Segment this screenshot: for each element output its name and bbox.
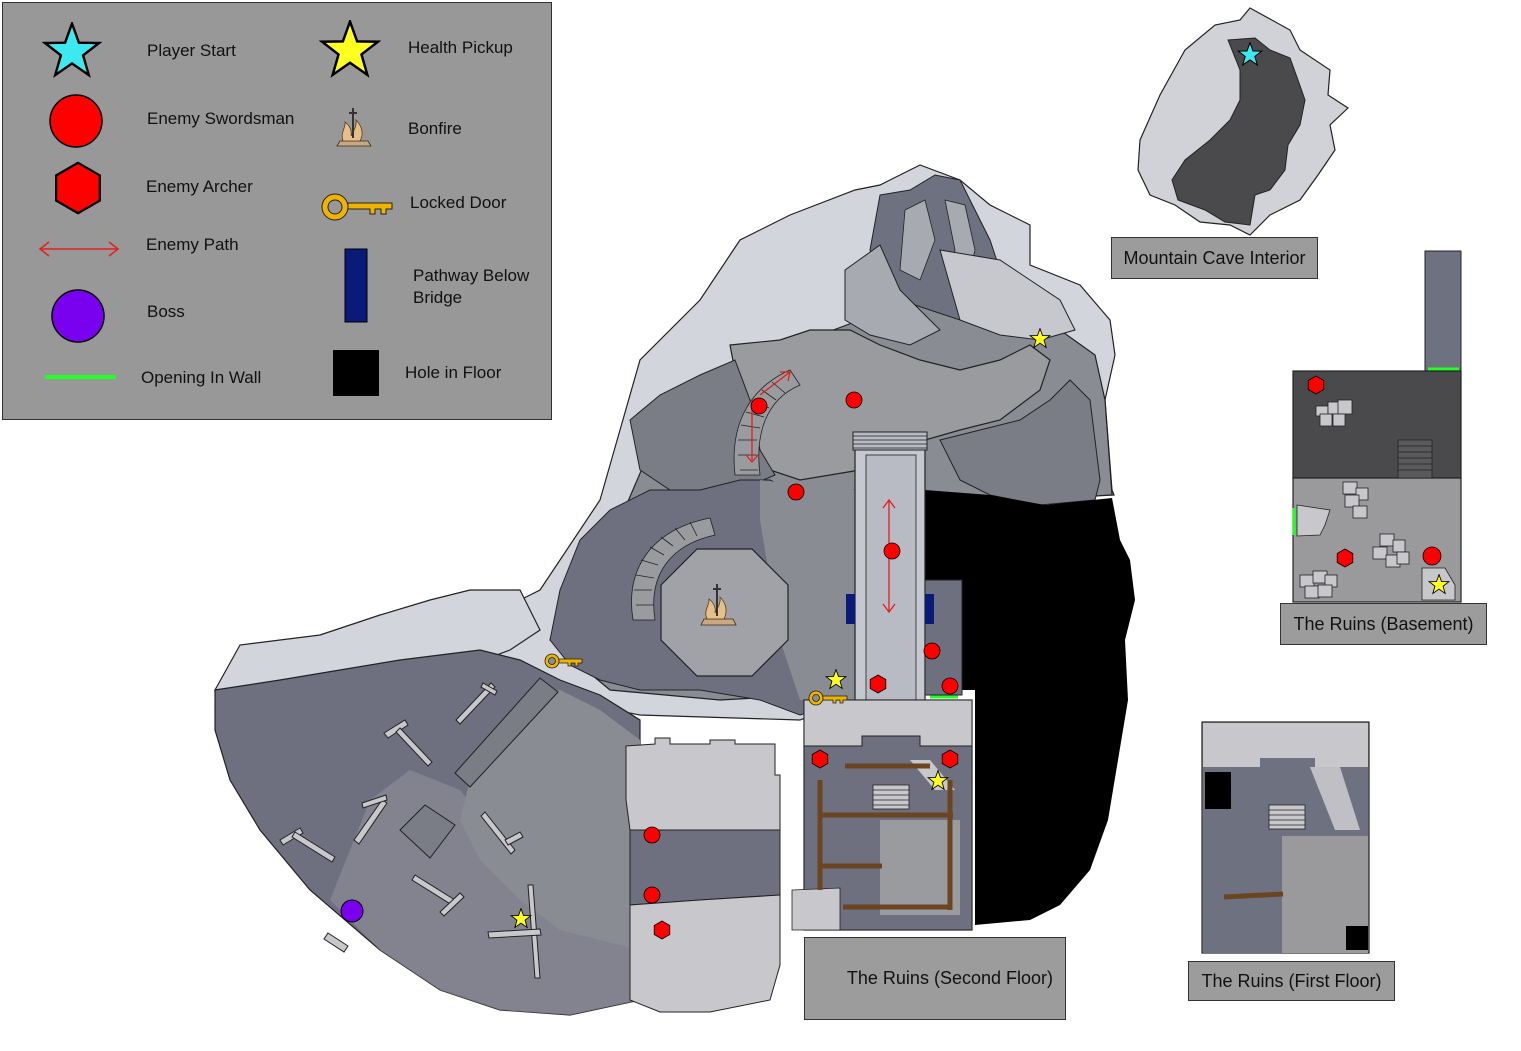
- courtyard-debris: [279, 677, 559, 979]
- swordsman-marker: [787, 483, 805, 501]
- legend-label-opening-in-wall: Opening In Wall: [141, 368, 262, 387]
- spiral-stairs: [631, 369, 801, 621]
- locked-door-marker: [808, 690, 848, 706]
- archer-marker: [1307, 375, 1325, 395]
- legend-label-enemy-archer: Enemy Archer: [146, 177, 253, 196]
- legend-label-enemy-path: Enemy Path: [146, 235, 239, 254]
- ruins-basement-map: [1292, 250, 1462, 603]
- pathway-below-bridge-icon: [344, 248, 368, 323]
- ruins-basement-label: The Ruins (Basement): [1280, 603, 1487, 645]
- pathway-below-bridge-marker: [925, 594, 934, 624]
- legend-label-health-pickup: Health Pickup: [408, 38, 513, 57]
- hole-in-floor-area: [925, 490, 1135, 925]
- archer-marker: [653, 920, 671, 940]
- wooden-beams: [817, 763, 953, 910]
- boss-icon: [51, 289, 105, 343]
- enemy-path-icon: [38, 241, 120, 257]
- swordsman-marker: [1422, 546, 1442, 566]
- legend-label-bonfire: Bonfire: [408, 119, 462, 138]
- swordsman-marker: [923, 642, 941, 660]
- legend-label-enemy-swordsman: Enemy Swordsman: [147, 109, 295, 128]
- legend-label-pathway-below-bridge: Pathway Below Bridge: [413, 266, 530, 307]
- legend-panel: [2, 2, 552, 420]
- archer-marker: [941, 749, 959, 769]
- swordsman-marker: [643, 826, 661, 844]
- archer-marker: [869, 674, 887, 694]
- swordsman-marker: [845, 391, 863, 409]
- swordsman-marker: [941, 677, 959, 695]
- locked-door-icon: [321, 193, 393, 221]
- hole-in-floor-icon: [333, 350, 379, 396]
- player-start-icon: [43, 22, 101, 77]
- ruins-first-floor-label: The Ruins (First Floor): [1188, 961, 1395, 1001]
- swordsman-marker: [883, 542, 901, 560]
- legend-label-locked-door: Locked Door: [410, 193, 507, 212]
- rubble-piles: [1299, 399, 1410, 599]
- main-map: [213, 164, 1135, 1016]
- enemy-swordsman-icon: [49, 94, 103, 148]
- pathway-below-bridge-marker: [846, 594, 855, 624]
- boss-marker: [340, 899, 364, 923]
- ruins-second-floor-label: The Ruins (Second Floor): [804, 937, 1066, 1020]
- mountain-cave-interior-label: Mountain Cave Interior: [1111, 237, 1318, 279]
- legend-icons: [38, 20, 393, 396]
- legend-label-hole-in-floor: Hole in Floor: [405, 363, 502, 382]
- locked-door-marker: [544, 653, 583, 669]
- archer-marker: [1336, 548, 1354, 568]
- enemy-archer-icon: [55, 161, 101, 215]
- health-pickup-icon: [320, 20, 380, 77]
- swordsman-marker: [643, 886, 661, 904]
- legend-label-player-start: Player Start: [147, 41, 236, 60]
- bonfire-icon: [336, 108, 372, 147]
- ruins-first-floor-map: [1201, 721, 1370, 954]
- swordsman-marker: [750, 397, 768, 415]
- archer-marker: [811, 749, 829, 769]
- mountain-cave-interior-map: [1137, 7, 1349, 236]
- legend-label-boss: Boss: [147, 302, 185, 321]
- bonfire-marker: [700, 584, 737, 626]
- enemy-path-marker: [745, 371, 791, 463]
